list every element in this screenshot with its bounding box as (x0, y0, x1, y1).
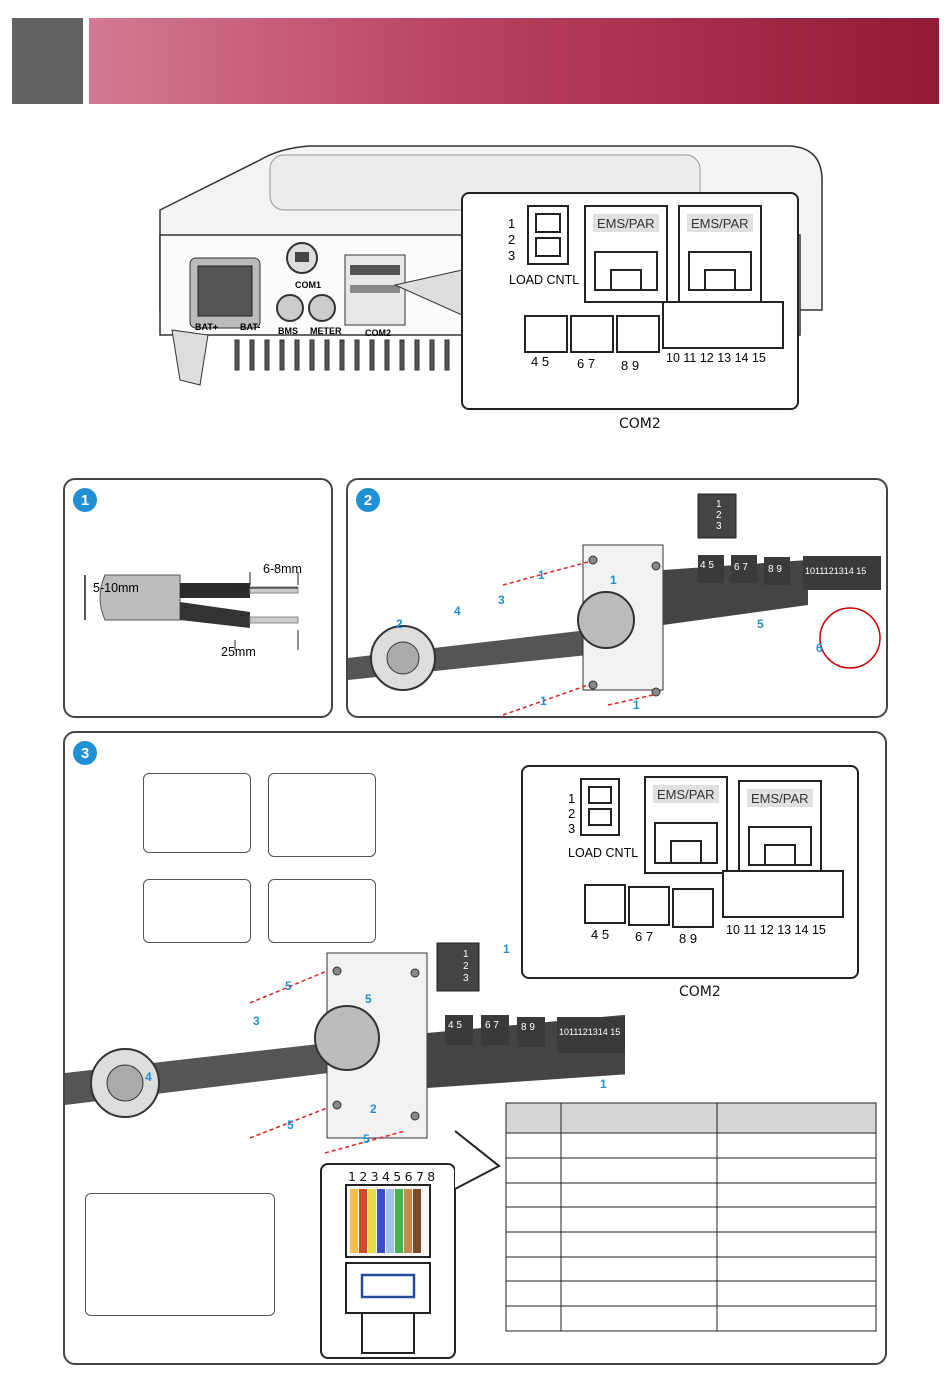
step3-assembly-drawing: 1 2 3 4 5 6 7 8 9 1011121314 15 5 5 5 5 … (65, 942, 625, 1154)
port-bat-minus: BAT- (240, 322, 260, 332)
rj45-plug-drawing (345, 1184, 431, 1354)
callout-box-1 (143, 773, 251, 853)
com2-caption-top: COM2 (619, 416, 661, 432)
s3-plug-pin-1: 1 (463, 949, 469, 960)
load-pin-2: 2 (508, 232, 515, 247)
s3-arrow-5d: 5 (363, 1132, 370, 1146)
step2-plug-pin-2: 2 (716, 510, 722, 521)
step2-arrow-1c: 1 (540, 694, 547, 708)
s3-arrow-5c: 5 (287, 1118, 294, 1132)
step2-arrow-6: 6 (816, 641, 823, 655)
step2-arrow-1d: 1 (633, 698, 640, 712)
s3-load-pin-2: 2 (568, 806, 575, 821)
dim-25mm: 25mm (221, 645, 256, 659)
s3-conn-10-15: 1011121314 15 (559, 1027, 620, 1037)
s3-arrow-1a: 1 (503, 942, 510, 956)
step2-arrow-5: 5 (757, 617, 764, 631)
s3-arrow-3: 3 (253, 1014, 260, 1028)
pins-10-15: 10 11 12 13 14 15 (666, 351, 766, 365)
com2-caption-step3: COM2 (679, 984, 721, 1000)
rj45-callout-pointer (454, 1130, 501, 1190)
header-band (89, 18, 939, 104)
s3-pins-4-5: 4 5 (591, 927, 609, 942)
s3-plug-pin-2: 2 (463, 961, 469, 972)
ems-par-right: EMS/PAR (691, 216, 749, 231)
port-com1: COM1 (295, 280, 321, 290)
s3-arrow-4: 4 (145, 1070, 152, 1084)
s3-arrow-2: 2 (370, 1102, 377, 1116)
s3-pins-8-9: 8 9 (679, 931, 697, 946)
step2-arrow-1a: 1 (538, 568, 545, 582)
step2-drawing: 1 2 3 4 5 6 7 8 9 1011121314 15 1 1 1 1 … (348, 493, 881, 716)
step2-badge: 2 (356, 488, 380, 512)
com2-detail-drawing: 1 2 3 LOAD CNTL EMS/PAR EMS/PAR 4 5 6 7 … (508, 205, 784, 373)
step2-panel: 2 1 2 3 4 5 6 7 8 9 1011121314 15 1 1 1 … (346, 478, 888, 718)
s3-plug-pin-3: 3 (463, 973, 469, 984)
load-cntl-label: LOAD CNTL (509, 273, 579, 287)
s3-conn-6-7: 6 7 (485, 1020, 499, 1031)
com2-detail-top: 1 2 3 LOAD CNTL EMS/PAR EMS/PAR 4 5 6 7 … (461, 192, 799, 410)
step3-panel: 3 1 2 3 LOAD CNTL EMS/PAR EMS/PAR 4 (63, 731, 887, 1365)
port-bat-plus: BAT+ (195, 322, 218, 332)
cable-strip-drawing: 5-10mm 6-8mm 25mm (84, 562, 302, 659)
s3-pins-10-15: 10 11 12 13 14 15 (726, 923, 826, 937)
callout-box-2 (268, 773, 376, 857)
load-pin-3: 3 (508, 248, 515, 263)
s3-arrow-5b: 5 (365, 992, 372, 1006)
pin-assignment-table (505, 1101, 877, 1333)
port-com2: COM2 (365, 328, 391, 338)
s3-load-cntl-label: LOAD CNTL (568, 846, 638, 860)
step1-panel: 1 5-10mm 6-8mm 25mm (63, 478, 333, 718)
s3-conn-4-5: 4 5 (448, 1020, 462, 1031)
rj45-callout: 1 2 3 4 5 6 7 8 (320, 1163, 456, 1359)
s3-ems-par-right: EMS/PAR (751, 791, 809, 806)
step1-badge: 1 (73, 488, 97, 512)
com2-detail-step3-drawing: 1 2 3 LOAD CNTL EMS/PAR EMS/PAR 4 5 6 7 … (568, 776, 844, 946)
port-meter: METER (310, 326, 342, 336)
header-square (12, 18, 83, 104)
ems-par-left: EMS/PAR (597, 216, 655, 231)
s3-arrow-1b: 1 (600, 1077, 607, 1091)
step2-arrow-1b: 1 (610, 573, 617, 587)
rj45-pin-numbers: 1 2 3 4 5 6 7 8 (348, 1169, 435, 1184)
callout-box-5 (85, 1193, 275, 1316)
step2-conn-4-5: 4 5 (700, 560, 714, 571)
pins-8-9: 8 9 (621, 358, 639, 373)
pins-6-7: 6 7 (577, 356, 595, 371)
load-pin-1: 1 (508, 216, 515, 231)
callout-box-4 (268, 879, 376, 943)
step2-conn-10-15: 1011121314 15 (805, 566, 866, 576)
step2-arrow-2: 2 (396, 617, 403, 631)
dim-6-8mm: 6-8mm (263, 562, 302, 576)
step2-conn-8-9: 8 9 (768, 564, 782, 575)
s3-conn-8-9: 8 9 (521, 1022, 535, 1033)
port-bms: BMS (278, 326, 298, 336)
s3-load-pin-1: 1 (568, 791, 575, 806)
dim-5-10mm: 5-10mm (93, 581, 139, 595)
step2-plug-pin-3: 3 (716, 521, 722, 532)
step2-plug-pin-1: 1 (716, 499, 722, 510)
s3-load-pin-3: 3 (568, 821, 575, 836)
step2-conn-6-7: 6 7 (734, 562, 748, 573)
callout-box-3 (143, 879, 251, 943)
s3-ems-par-left: EMS/PAR (657, 787, 715, 802)
pin-table-grid (505, 1102, 877, 1332)
pins-4-5: 4 5 (531, 354, 549, 369)
s3-arrow-5a: 5 (285, 979, 292, 993)
step2-arrow-3: 3 (498, 593, 505, 607)
step2-arrow-4: 4 (454, 604, 461, 618)
s3-pins-6-7: 6 7 (635, 929, 653, 944)
com2-detail-step3: 1 2 3 LOAD CNTL EMS/PAR EMS/PAR 4 5 6 7 … (521, 765, 859, 979)
step3-badge: 3 (73, 741, 97, 765)
